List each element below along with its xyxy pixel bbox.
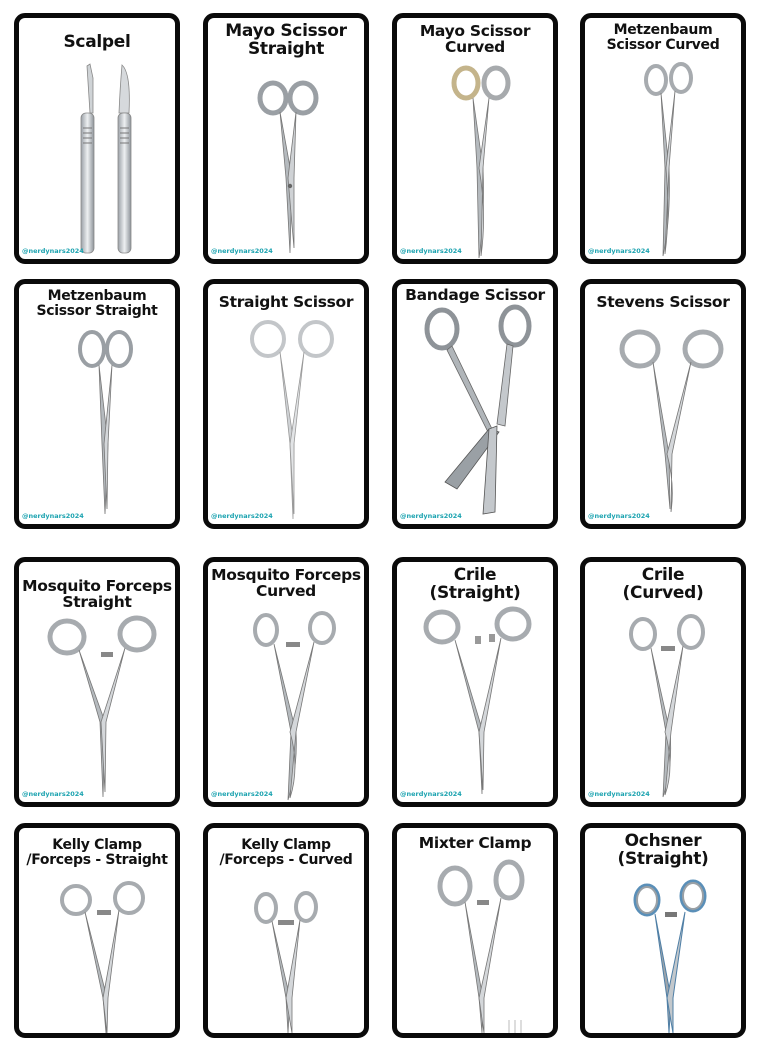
watermark: @nerdynars2024 — [588, 247, 650, 255]
hemostat-icon — [633, 879, 707, 1033]
instrument-card: Metzenbaum Scissor Straight @nerdynars20… — [14, 279, 180, 529]
watermark: @nerdynars2024 — [22, 247, 84, 255]
watermark: @nerdynars2024 — [211, 247, 273, 255]
instrument-card: Stevens Scissor @nerdynars2024 — [580, 279, 746, 529]
card-title: Mixter Clamp — [418, 834, 532, 852]
watermark: @nerdynars2024 — [400, 790, 462, 798]
card-title: Bandage Scissor — [405, 286, 545, 304]
card-title: Metzenbaum Scissor Curved — [606, 22, 720, 53]
card-title: Stevens Scissor — [596, 293, 730, 311]
watermark: @nerdynars2024 — [400, 512, 462, 520]
instrument-card: Mosquito Forceps Straight @nerdynars2024 — [14, 557, 180, 807]
card-title: Metzenbaum Scissor Straight — [36, 288, 158, 319]
watermark: @nerdynars2024 — [588, 790, 650, 798]
hemostat-icon — [253, 611, 336, 801]
instrument-card: Bandage Scissor @nerdynars2024 — [392, 279, 558, 529]
watermark: @nerdynars2024 — [588, 512, 650, 520]
instrument-card: Mosquito Forceps Curved @nerdynars2024 — [203, 557, 369, 807]
watermark: @nerdynars2024 — [22, 790, 84, 798]
instrument-card: Scalpel @nerdynars2024 — [14, 13, 180, 264]
instrument-card: Ochsner (Straight) — [580, 823, 746, 1038]
instrument-card: Metzenbaum Scissor Curved @nerdynars2024 — [580, 13, 746, 264]
instrument-card: Crile (Straight) @nerdynars2024 — [392, 557, 558, 807]
scissors-icon — [644, 62, 693, 257]
instrument-card: Straight Scissor @nerdynars2024 — [203, 279, 369, 529]
hemostat-icon — [60, 881, 145, 1033]
bandage-scissors-icon — [424, 304, 532, 515]
card-title: Ochsner (Straight) — [617, 831, 709, 869]
watermark: @nerdynars2024 — [400, 247, 462, 255]
hemostat-icon — [423, 606, 532, 795]
instrument-card: Mayo Scissor Straight @nerdynars2024 — [203, 13, 369, 264]
card-title: Kelly Clamp /Forceps - Curved — [219, 837, 353, 868]
card-title: Crile (Curved) — [622, 565, 704, 603]
hemostat-icon — [629, 614, 705, 798]
watermark: @nerdynars2024 — [22, 512, 84, 520]
watermark: @nerdynars2024 — [211, 790, 273, 798]
card-title: Mosquito Forceps Straight — [22, 577, 172, 612]
scissors-icon — [78, 330, 133, 515]
instrument-card: Kelly Clamp /Forceps - Curved — [203, 823, 369, 1038]
hemostat-icon — [254, 891, 318, 1033]
instrument-card: Mayo Scissor Curved @nerdynars2024 — [392, 13, 558, 264]
scalpel-icon — [80, 63, 132, 254]
card-title: Mosquito Forceps Curved — [211, 566, 361, 601]
watermark: @nerdynars2024 — [211, 512, 273, 520]
card-title: Crile (Straight) — [429, 565, 521, 603]
scissors-icon — [619, 329, 724, 513]
instrument-card: Crile (Curved) @nerdynars2024 — [580, 557, 746, 807]
hemostat-icon — [47, 615, 157, 798]
scissors-icon — [451, 65, 511, 259]
card-title: Kelly Clamp /Forceps - Straight — [26, 837, 168, 868]
card-title: Mayo Scissor Curved — [419, 22, 531, 57]
instrument-card: Mixter Clamp — [392, 823, 558, 1038]
instrument-card: Kelly Clamp /Forceps - Straight — [14, 823, 180, 1038]
scissors-icon — [257, 80, 319, 254]
card-title: Straight Scissor — [218, 293, 354, 311]
scissors-icon — [250, 320, 334, 520]
card-title: Mayo Scissor Straight — [225, 21, 347, 59]
hemostat-icon — [437, 859, 525, 1033]
card-title: Scalpel — [63, 32, 131, 52]
